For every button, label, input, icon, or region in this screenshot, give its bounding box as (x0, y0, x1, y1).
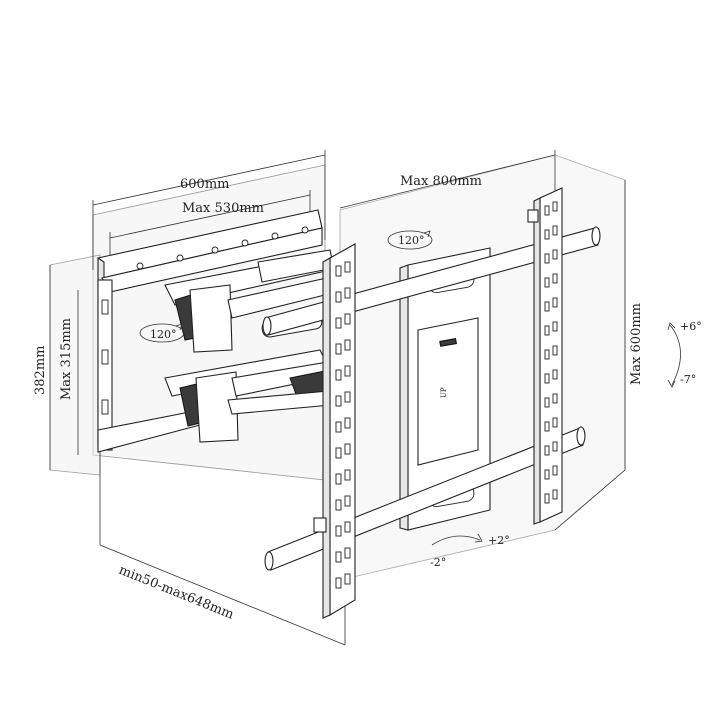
label-tilt-down: -7° (680, 373, 696, 386)
right-vesa-bar (527, 187, 563, 525)
up-marker: UP (440, 387, 448, 398)
label-tilt-up: +6° (680, 320, 702, 333)
tilt-arc (667, 322, 681, 388)
right-vesa-bar-holes (544, 201, 558, 504)
label-rotate-minus: -2° (430, 556, 446, 569)
label-max530mm: Max 530mm (182, 201, 264, 216)
label-swivel-top: 120° (398, 234, 425, 247)
label-600mm: 600mm (180, 177, 229, 192)
label-rotate-plus: +2° (488, 534, 510, 547)
swivel-arc-bottom (139, 323, 185, 343)
label-382mm: 382mm (33, 346, 48, 395)
dimension-extension (99, 440, 346, 646)
label-swivel-bottom: 120° (150, 328, 177, 341)
left-vesa-bar (313, 243, 356, 619)
tilt-head-plate: UP (399, 247, 491, 531)
dimension-max600mm (554, 180, 626, 531)
dimension-600mm (92, 150, 326, 270)
label-max800mm: Max 800mm (400, 174, 482, 189)
left-height-plane (49, 254, 101, 476)
label-max315mm: Max 315mm (59, 318, 74, 400)
swivel-arc-top (387, 230, 433, 250)
wall-plate (97, 209, 323, 453)
rotation-arc (431, 533, 483, 546)
label-max600mm: Max 600mm (629, 303, 644, 385)
left-vesa-bar-holes (335, 261, 351, 589)
